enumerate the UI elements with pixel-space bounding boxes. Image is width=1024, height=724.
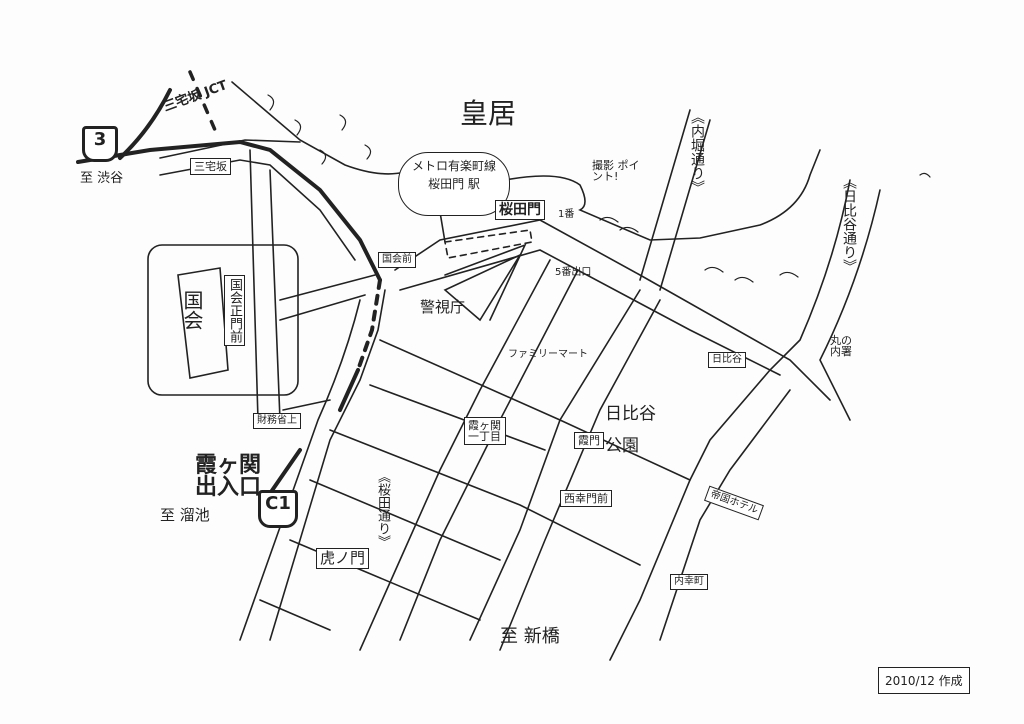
route3-sign: 3 (82, 126, 118, 162)
uchibori-dori-label: 《内堀通り》 (689, 110, 705, 194)
road (359, 259, 579, 651)
road (239, 289, 386, 641)
diet-label: 国会 (180, 290, 204, 330)
exit1-label: 1番 (558, 209, 575, 220)
metro-line-label: メトロ有楽町線 (411, 159, 496, 173)
road (469, 289, 661, 651)
sakuradamon-intersection: 桜田門 (495, 200, 545, 220)
metro-station-outline (444, 229, 533, 259)
road (249, 149, 281, 421)
expressway-branch (118, 88, 172, 160)
metro-pointer (439, 211, 446, 243)
palace-label: 皇居 (460, 97, 517, 130)
to-shibuya-label: 至 渋谷 (80, 171, 124, 186)
police-hq-building (443, 243, 527, 322)
road (259, 339, 691, 631)
metro-station-label: 桜田門 駅 (428, 177, 480, 191)
family-mart-label: ファミリーマート (508, 349, 588, 360)
hibiya-dori-label: 《日比谷通り》 (841, 175, 857, 273)
diet-grounds (147, 244, 299, 396)
toranomon-intersection: 虎ノ門 (316, 548, 370, 569)
exit5-label: 5番出口 (555, 267, 592, 278)
route-c1-sign: C1 (258, 490, 298, 528)
uchisaiwaicho-intersection: 内幸町 (670, 574, 708, 590)
metro-station-callout: メトロ有楽町線 桜田門 駅 (398, 152, 510, 216)
expressway-c1 (260, 368, 360, 507)
diet-building (177, 267, 229, 379)
created-date-label: 2010/12 作成 (878, 667, 970, 694)
kasumigaseki-exit-label: 霞ヶ関 出入口 (195, 453, 262, 500)
kokkai-seimon-intersection: 国会正門前 (224, 275, 245, 346)
hibiya-intersection: 日比谷 (708, 352, 746, 368)
expressway-tunnel (356, 278, 382, 372)
expressway-dashed (188, 70, 217, 132)
sakurada-dori-label: 《桜田通り》 (375, 470, 390, 548)
kasumon-intersection: 霞門 (574, 432, 604, 449)
kokkai-mae-intersection: 国会前 (378, 252, 416, 268)
photo-point-label: 撮影 ポイント! (592, 159, 640, 183)
marunouchi-police-label: 丸の内署 (830, 334, 852, 358)
kasumigaseki-1-intersection: 霞ヶ関一丁目 (464, 417, 506, 445)
zaimusho-ue-intersection: 財務省上 (253, 413, 301, 429)
police-hq-label: 警視庁 (420, 298, 466, 316)
to-shinbashi-label: 至 新橋 (500, 626, 560, 647)
hibiya-park-label: 日比谷 公園 (605, 404, 656, 457)
to-tameike-label: 至 溜池 (160, 506, 210, 524)
miyakezaka-intersection: 三宅坂 (190, 158, 231, 175)
nishi-saiwaimon-intersection: 西幸門前 (560, 490, 612, 507)
road (279, 274, 376, 411)
water-waves (267, 94, 931, 283)
expressway-route3 (76, 139, 382, 282)
road (639, 109, 711, 291)
